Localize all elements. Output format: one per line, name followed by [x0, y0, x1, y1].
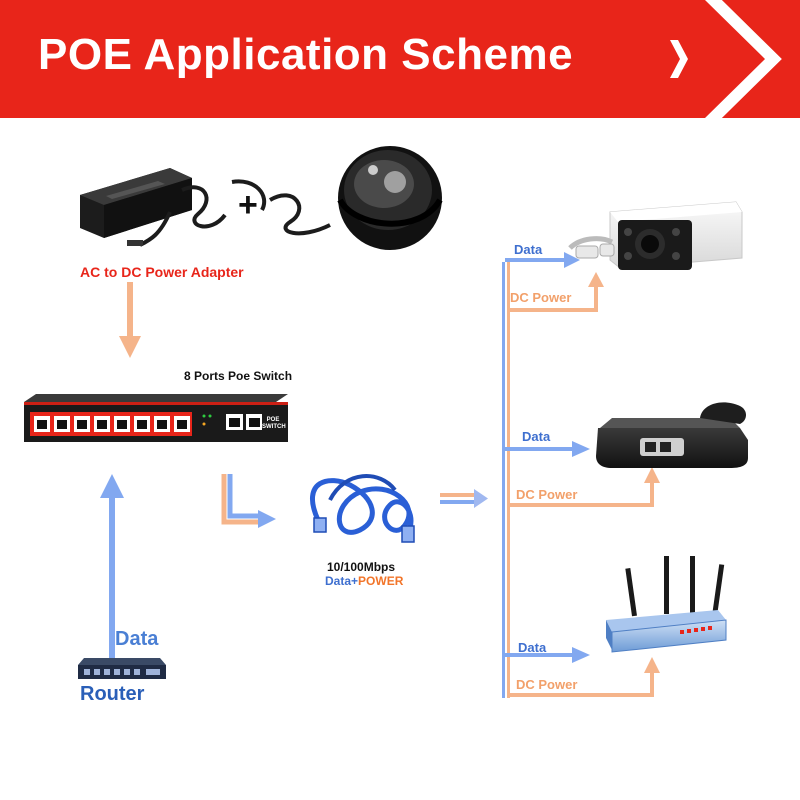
phone-dc-power-label: DC Power [516, 487, 578, 502]
switch-badge: POE SWITCH [262, 417, 286, 431]
switch-badge-line2: SWITCH [262, 424, 286, 430]
trunk-lines [502, 262, 510, 698]
switch-poe-ports [34, 416, 190, 432]
camera-branch-arrows [505, 252, 604, 312]
cable-speed-label: 10/100Mbps [327, 560, 396, 574]
switch-to-cable-arrow [221, 474, 276, 528]
camera-data-label: Data [514, 242, 543, 257]
switch-label: 8 Ports Poe Switch [184, 369, 293, 383]
page-title: POE Application Scheme [38, 30, 574, 79]
wifi-router-data-label: Data [518, 640, 547, 655]
switch-badge-line1: POE [266, 417, 280, 423]
power-adapter-icon [80, 168, 331, 247]
camera-dc-power-label: DC Power [510, 290, 572, 305]
plus-sign: + [238, 186, 258, 224]
poe-switch-icon [24, 394, 288, 442]
phone-data-label: Data [522, 429, 551, 444]
ip-phone-icon [596, 402, 748, 468]
cable-data-power-label: Data+POWER [325, 574, 403, 588]
adapter-to-switch-arrow [119, 282, 141, 358]
wifi-router-dc-power-label: DC Power [516, 677, 578, 692]
cable-data-label: Data+ [325, 574, 359, 588]
power-plug-icon [337, 146, 443, 250]
cable-to-devices-arrow [440, 489, 488, 508]
router-to-switch-arrow [100, 474, 124, 662]
ip-camera-icon [568, 201, 743, 270]
cable-power-label: POWER [358, 574, 404, 588]
router-data-label: Data [115, 628, 159, 650]
ethernet-cable-icon [310, 474, 415, 543]
power-adapter-label: AC to DC Power Adapter [80, 264, 244, 280]
wifi-router-branch-arrows [505, 647, 660, 697]
router-label: Router [80, 683, 145, 705]
phone-branch-arrows [505, 441, 660, 507]
header-banner [0, 0, 800, 118]
switch-uplink-ports [226, 414, 263, 430]
router-icon [78, 658, 166, 679]
wifi-router-icon [606, 556, 727, 653]
